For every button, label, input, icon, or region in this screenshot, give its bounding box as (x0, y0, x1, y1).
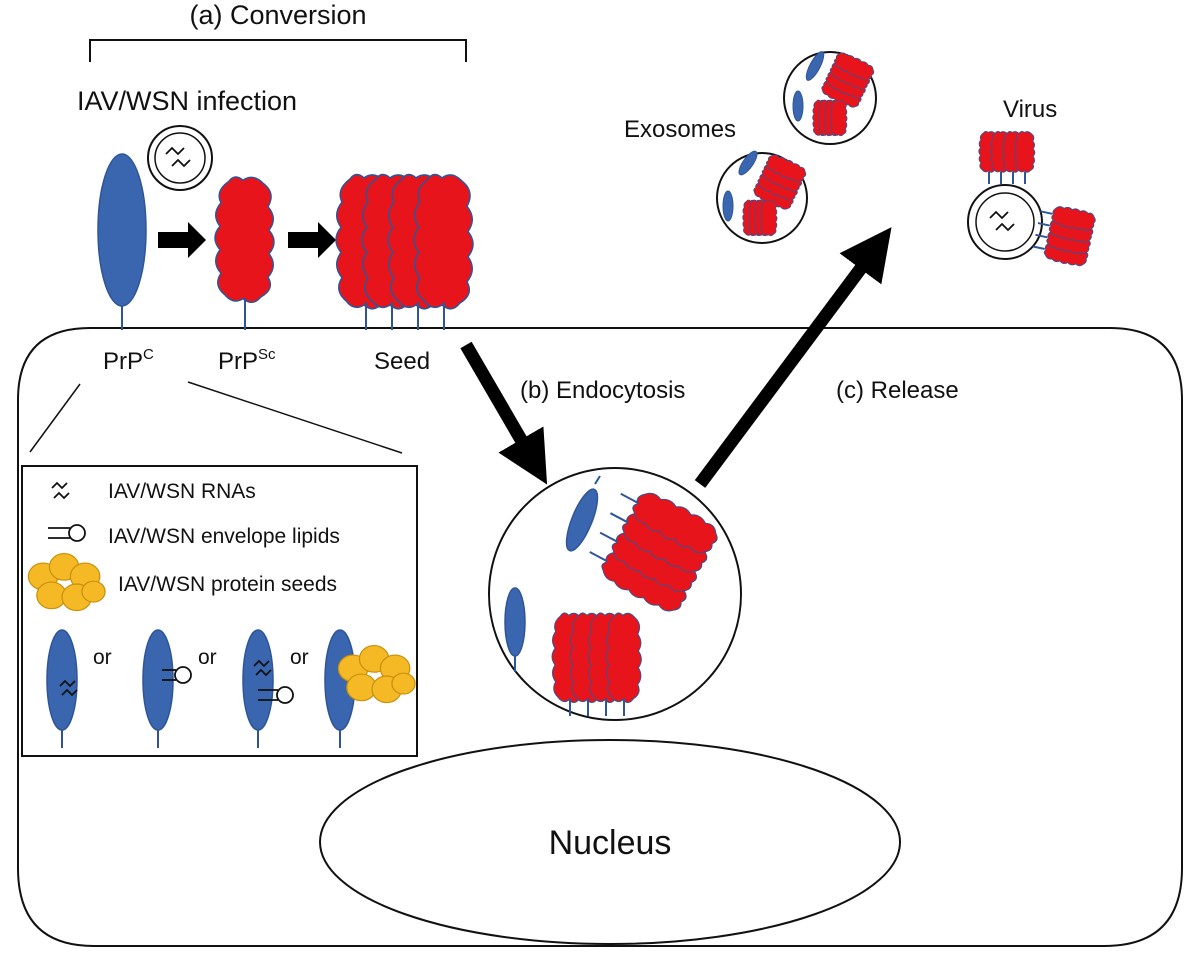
cell-membrane (17, 327, 1183, 947)
infecting-virus (147, 125, 213, 191)
exosomes-label: Exosomes (624, 116, 736, 143)
release-arrow (694, 227, 892, 488)
lipid-icon (48, 524, 86, 542)
nucleus-shape (319, 739, 901, 945)
exosome-2 (716, 150, 809, 244)
endocytosis-label: (b) Endocytosis (520, 377, 685, 404)
prpc-with-rna-and-lipid (242, 629, 294, 748)
or-3: or (290, 646, 309, 669)
rna-icon (51, 481, 70, 500)
endocytosis-arrow (460, 341, 548, 485)
endosome (488, 467, 742, 721)
prpc-with-rna (46, 629, 78, 748)
conversion-arrow-2 (288, 222, 336, 258)
prpsc-protein (214, 176, 275, 330)
prpsc-label: PrPSc (218, 346, 276, 375)
or-1: or (93, 646, 112, 669)
virus-label: Virus (1003, 96, 1057, 123)
or-2: or (198, 646, 217, 669)
released-virus (967, 131, 1098, 269)
conversion-bracket (89, 39, 467, 62)
prpc-protein (97, 153, 147, 330)
exosome-1 (783, 49, 877, 145)
legend-rnas: IAV/WSN RNAs (108, 480, 256, 503)
prpc-label: PrPC (103, 346, 154, 375)
legend-seeds: IAV/WSN protein seeds (118, 573, 337, 596)
zoom-line-right (187, 381, 403, 454)
prpc-with-lipid (142, 629, 192, 748)
infection-label: IAV/WSN infection (77, 86, 297, 116)
seed-aggregate (335, 173, 474, 330)
seed-label: Seed (374, 348, 430, 375)
legend-lipids: IAV/WSN envelope lipids (108, 525, 340, 548)
legend-box: IAV/WSN RNAs IAV/WSN envelope lipids IAV… (21, 465, 418, 757)
release-label: (c) Release (836, 377, 959, 404)
nucleus-label: Nucleus (549, 824, 672, 862)
conversion-arrow-1 (158, 222, 206, 258)
prpc-with-seeds (324, 629, 416, 748)
conversion-label: (a) Conversion (189, 0, 366, 30)
zoom-line-left (29, 383, 81, 453)
